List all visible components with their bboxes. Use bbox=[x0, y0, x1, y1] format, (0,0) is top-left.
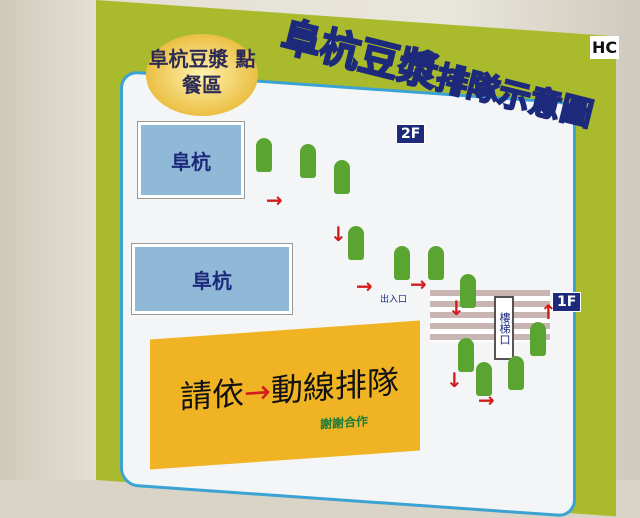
person-icon bbox=[460, 274, 476, 308]
arrow-down-icon: ↓ bbox=[446, 368, 463, 392]
person-icon bbox=[348, 226, 364, 260]
person-icon bbox=[256, 138, 272, 172]
sign-thanks: 謝謝合作 bbox=[320, 414, 369, 432]
arrow-down-icon: ↓ bbox=[448, 296, 465, 320]
counter-1: 阜杭 bbox=[138, 122, 244, 198]
stairs-label: 樓梯口 bbox=[494, 296, 514, 360]
wall-hc-label: HC bbox=[590, 36, 620, 59]
sign-text-right: 動線排隊 bbox=[270, 363, 399, 410]
entrance-label: 出入口 bbox=[380, 295, 408, 305]
person-icon bbox=[394, 246, 410, 280]
floor-2f-label: 2F bbox=[396, 124, 426, 144]
arrow-right-icon: → bbox=[478, 388, 495, 412]
queue-instruction-sign: 請依→動線排隊 謝謝合作 bbox=[150, 320, 420, 470]
ordering-area-bubble: 阜杭豆漿 點餐區 bbox=[146, 34, 258, 116]
person-icon bbox=[508, 356, 524, 390]
person-icon bbox=[428, 246, 444, 280]
arrow-right-icon: → bbox=[266, 188, 283, 212]
floor-1f-label: 1F bbox=[552, 292, 582, 312]
person-icon bbox=[300, 144, 316, 178]
person-icon bbox=[476, 362, 492, 396]
person-icon bbox=[530, 322, 546, 356]
arrow-right-icon: → bbox=[410, 272, 427, 296]
sign-main-text: 請依→動線排隊 bbox=[180, 357, 399, 418]
person-icon bbox=[334, 160, 350, 194]
sign-arrow-icon: → bbox=[244, 371, 271, 412]
arrow-down-icon: ↓ bbox=[330, 222, 347, 246]
sign-text-left: 請依 bbox=[180, 373, 245, 417]
arrow-up-icon: ↑ bbox=[540, 300, 557, 324]
counter-2: 阜杭 bbox=[132, 244, 292, 314]
arrow-right-icon: → bbox=[356, 274, 373, 298]
person-icon bbox=[458, 338, 474, 372]
